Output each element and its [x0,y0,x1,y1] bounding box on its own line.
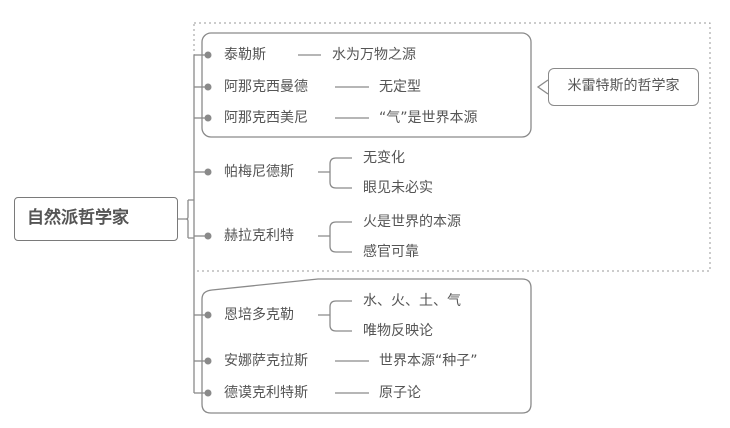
philosopher-name[interactable]: 恩培多克勒 [224,307,294,323]
bullet-dot [204,83,212,91]
milesian-callout[interactable]: 米雷特斯的哲学家 [548,68,699,106]
split-bracket [318,157,352,189]
sub-point[interactable]: 眼见未必实 [363,180,433,196]
split-bracket [318,300,352,332]
philosopher-desc[interactable]: 无定型 [379,79,421,95]
philosopher-name[interactable]: 泰勒斯 [224,47,266,63]
philosopher-name[interactable]: 阿那克西美尼 [224,110,308,126]
sub-point[interactable]: 唯物反映论 [363,323,433,339]
bullet-dot [204,51,212,59]
philosopher-name[interactable]: 安娜萨克拉斯 [224,353,308,369]
philosopher-desc[interactable]: 原子论 [379,385,421,401]
milesian-boundary [201,32,532,138]
sub-point[interactable]: 水、火、土、气 [363,293,461,309]
bullet-dot [204,389,212,397]
bullet-dot [204,357,212,365]
bullet-dot [204,232,212,240]
philosopher-desc[interactable]: 世界本源“种子” [379,353,478,369]
philosopher-name[interactable]: 帕梅尼德斯 [224,164,294,180]
sub-point[interactable]: 火是世界的本源 [363,214,461,230]
dashed-group-frame [193,22,711,272]
callout-pointer [536,79,549,95]
philosopher-desc[interactable]: 水为万物之源 [332,47,416,63]
philosopher-name[interactable]: 阿那克西曼德 [224,79,308,95]
split-bracket [318,221,352,253]
bullet-dot [204,168,212,176]
bullet-dot [204,311,212,319]
sub-point[interactable]: 无变化 [363,150,405,166]
sub-point[interactable]: 感官可靠 [363,244,419,260]
bullet-dot [204,114,212,122]
philosopher-name[interactable]: 德谟克利特斯 [224,385,308,401]
trunk-bracket [188,199,194,239]
philosopher-name[interactable]: 赫拉克利特 [224,228,294,244]
root-connector [178,200,189,238]
root-node[interactable]: 自然派哲学家 [14,197,178,241]
lower-group-boundary [201,278,532,414]
bullet-dots [204,51,212,397]
philosopher-desc[interactable]: “气”是世界本源 [379,110,478,126]
